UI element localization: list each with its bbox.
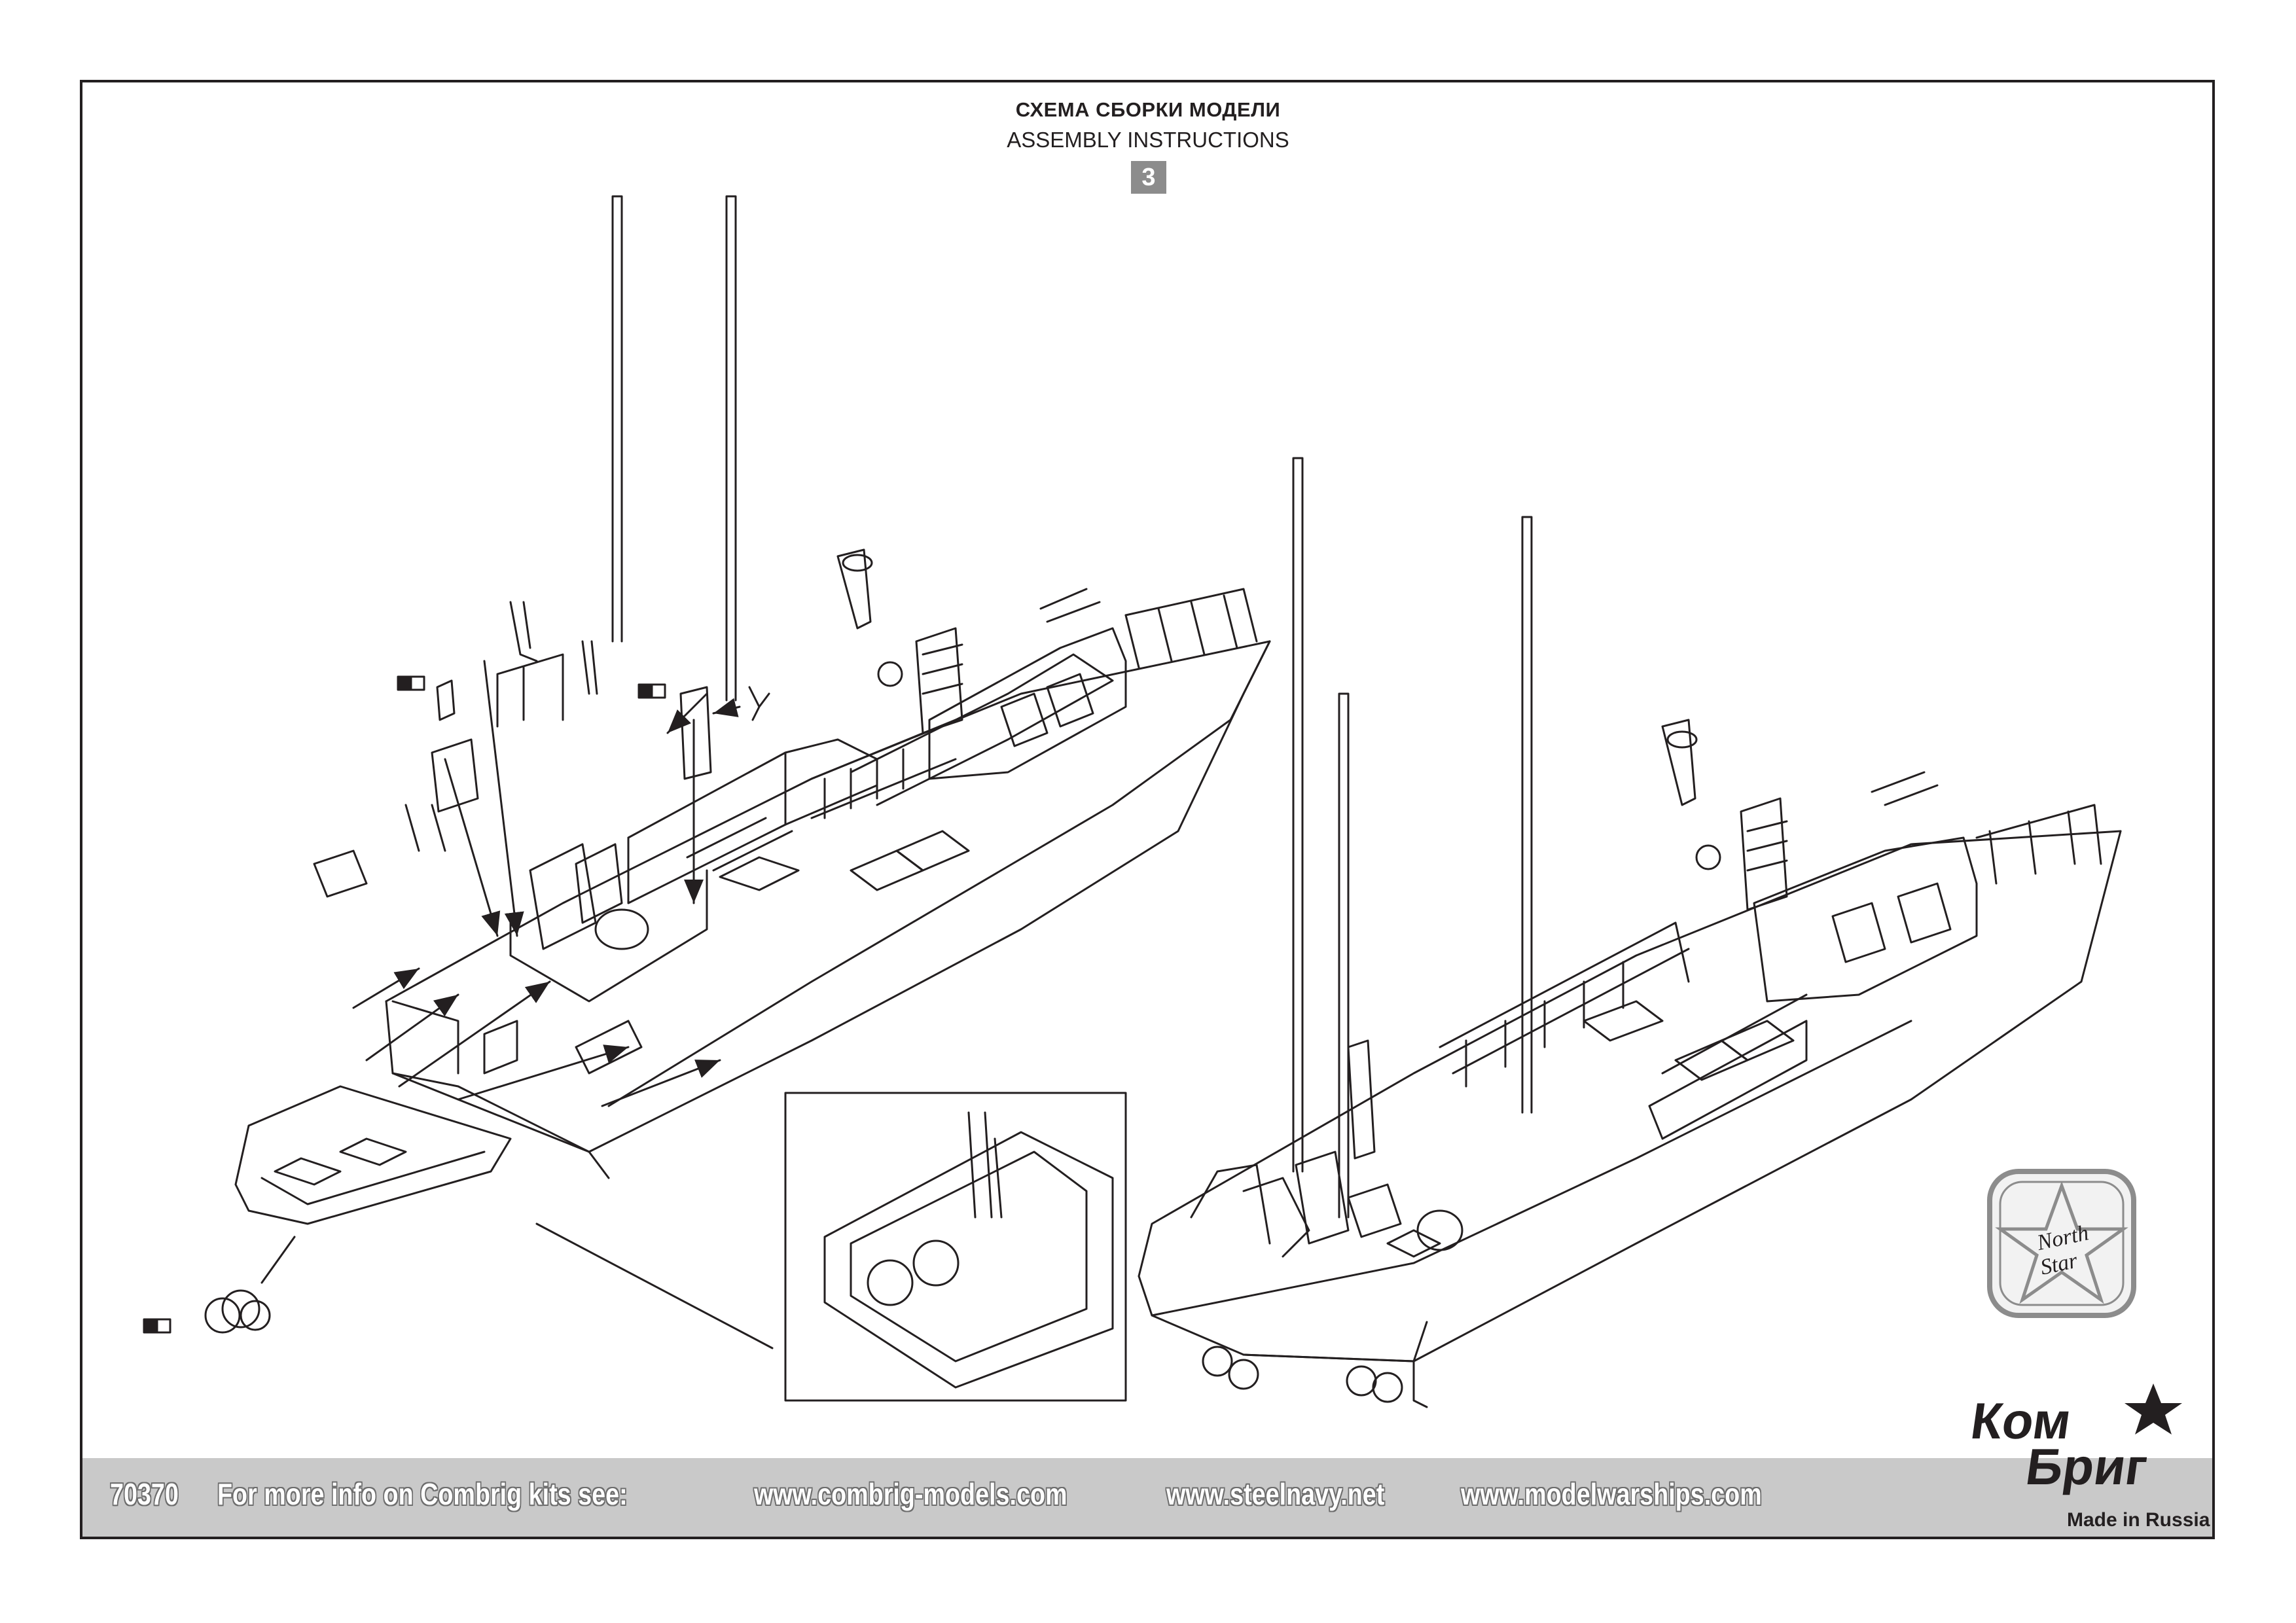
left-boat-exploded <box>143 195 1271 1349</box>
link-steelnavy[interactable]: www.steelnavy.net <box>1166 1477 1385 1511</box>
right-boat-assembled <box>1138 457 2122 1408</box>
link-combrig-models[interactable]: www.combrig-models.com <box>754 1477 1067 1511</box>
title-english: ASSEMBLY INSTRUCTIONS <box>1007 128 1289 152</box>
svg-text:Ком: Ком <box>1967 1392 2075 1450</box>
kombrig-logo: Ком Бриг <box>1967 1383 2182 1495</box>
link-modelwarships[interactable]: www.modelwarships.com <box>1461 1477 1762 1511</box>
made-in-russia: Made in Russia <box>2067 1509 2210 1531</box>
kit-number: 70370 <box>110 1477 179 1511</box>
step-number-badge: 3 <box>1131 161 1166 194</box>
sheet-border <box>80 80 2215 1539</box>
footer-band <box>82 1458 2212 1537</box>
svg-text:Бриг: Бриг <box>2022 1438 2151 1495</box>
detail-inset-stern <box>784 1092 1127 1402</box>
info-text: For more info on Combrig kits see: <box>217 1477 628 1511</box>
north-star-logo: North Star <box>1987 1169 2136 1318</box>
title-russian: СХЕМА СБОРКИ МОДЕЛИ <box>1015 98 1281 121</box>
